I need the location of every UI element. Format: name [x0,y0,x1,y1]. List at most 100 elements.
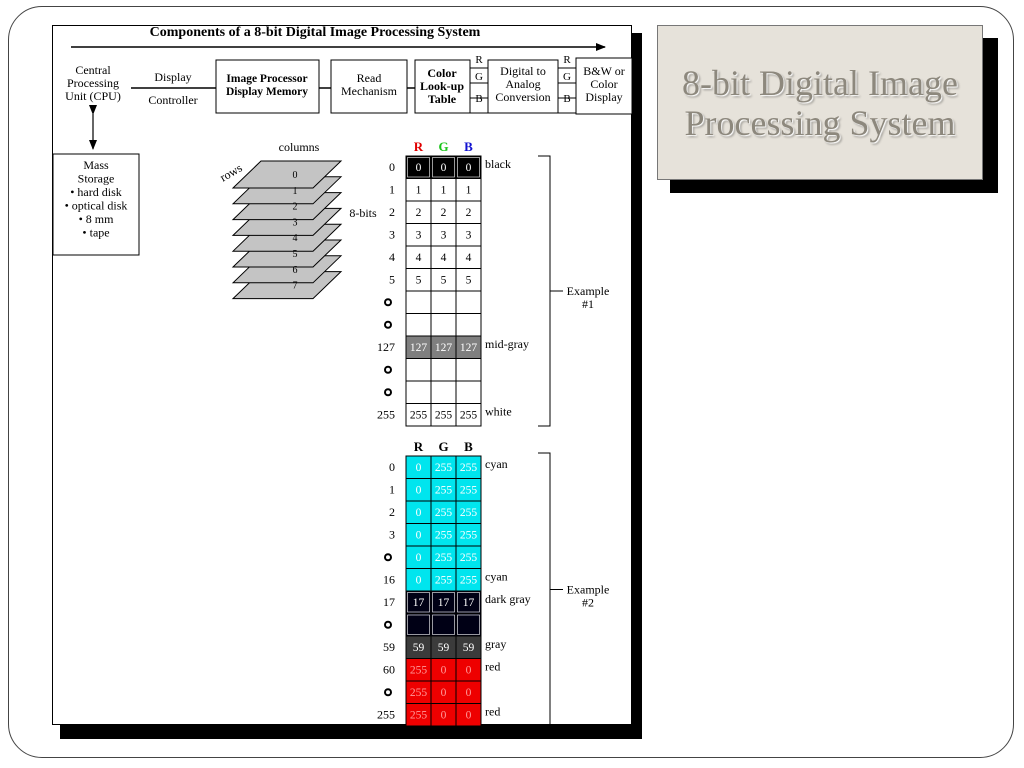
example1-cell-value-g: 4 [441,252,447,264]
example2-cell-value-b: 0 [466,665,472,677]
example1-row-index: 1 [389,183,395,197]
example2-cell-value-g: 255 [435,530,453,542]
example2-ellipsis-marker [384,553,392,562]
lookup-table-label-line: Table [428,92,457,106]
example1-header-b: B [464,139,473,154]
example2-row-index: 17 [383,595,395,609]
example2-cell-value-r: 0 [416,530,422,542]
lut-rgb-label-b: B [475,93,482,105]
bit-plane-label: 0 [293,170,298,181]
bit-plane-label: 2 [293,202,298,213]
example1-cell-value-b: 2 [466,207,472,219]
example2-color-name: cyan [485,457,508,471]
example2-row-index: 3 [389,528,395,542]
bit-plane-label: 5 [293,249,298,260]
dac-block [487,59,559,114]
example1-ellipsis-marker [384,388,392,397]
display-block [575,57,633,115]
example1-cell-value-g: 127 [435,342,453,354]
example1-cell-value-b: 4 [466,252,472,264]
example1-row-index: 3 [389,228,395,242]
example2-cell-value-g: 255 [435,462,453,474]
example2-cell-value-b: 17 [463,597,475,609]
example1-color-name: mid-gray [485,337,529,351]
example1-cell-inner-border [457,157,480,178]
example1-ellipsis-marker [384,298,392,307]
bit-plane-label: 1 [293,186,298,197]
example1-cell-g [430,290,457,314]
example2-cell-value-r: 0 [416,575,422,587]
bit-plane-0 [231,160,343,189]
image-processor-label: Image Processor [226,73,307,85]
diagram-panel: Components of a 8-bit Digital Image Proc… [52,25,633,726]
mass-storage-block [53,153,140,256]
controller-label: Controller [148,93,197,107]
example1-cell-value-r: 127 [410,342,428,354]
example2-cell-value-r: 0 [416,485,422,497]
cpu-label-line: Processing [67,76,119,90]
example1-cell-value-r: 5 [416,275,422,287]
read-mechanism-block [330,59,408,114]
example2-label-line: #2 [582,596,594,610]
example1-cell-value-r: 255 [410,410,428,422]
image-processor-block [215,59,320,114]
example1-label-line: #1 [582,297,594,311]
example2-cell-r [405,613,432,637]
read-mechanism-label-line: Read [357,71,382,85]
example1-cell-value-b: 5 [466,275,472,287]
read-mechanism-label-line: Mechanism [341,84,398,98]
example1-cell-value-r: 3 [416,230,422,242]
example1-color-name: white [485,405,512,419]
example2-ellipsis-marker [384,688,392,697]
example2-cell-value-b: 255 [460,575,478,587]
example1-row-index: 127 [377,340,395,354]
example2-cell-value-g: 255 [435,575,453,587]
example1-cell-value-r: 1 [416,185,422,197]
diagram-heading: Components of a 8-bit Digital Image Proc… [150,26,481,40]
example2-cell-value-b: 255 [460,462,478,474]
display-block-label-line: B&W or [583,64,624,78]
example2-cell-value-b: 255 [460,552,478,564]
cpu-label-line: Central [75,63,111,77]
example1-cell-value-r: 2 [416,207,422,219]
mass-storage-label-line: • 8 mm [79,212,115,226]
dac-rgb-label-r: R [563,54,571,66]
lookup-table-label-line: Look-up [420,79,464,93]
example1-cell-g [430,313,457,337]
example2-cell-value-b: 255 [460,485,478,497]
example2-color-name: cyan [485,570,508,584]
lookup-table-block [414,59,471,114]
mass-storage-label-line: • optical disk [65,199,128,213]
dac-label-line: Digital to [500,64,546,78]
example2-cell-g [430,613,457,637]
example2-row-index: 1 [389,483,395,497]
example1-row-index: 5 [389,273,395,287]
example2-cell-value-b: 59 [463,642,475,654]
example1-cell-value-g: 5 [441,275,447,287]
example1-cell-value-r: 4 [416,252,422,264]
example2-ellipsis-marker [384,620,392,629]
dac-rgb-label-g: G [563,71,571,83]
example1-cell-r [405,290,432,314]
example2-cell-inner-border [457,614,480,635]
example2-cell-inner-border [407,592,430,613]
example2-cell-inner-border [432,592,455,613]
example1-cell-value-r: 0 [416,162,422,174]
example2-cell-value-g: 17 [438,597,450,609]
example2-row-index: 0 [389,460,395,474]
example2-cell-inner-border [407,614,430,635]
example1-ellipsis-marker [384,365,392,374]
example1-cell-g [430,358,457,382]
example2-cell-value-g: 59 [438,642,450,654]
example1-cell-value-b: 3 [466,230,472,242]
example1-cell-value-g: 0 [441,162,447,174]
display-block-label-line: Display [585,90,622,104]
example2-cell-value-r: 255 [410,687,428,699]
example2-cell-value-g: 0 [441,710,447,722]
example1-cell-r [405,380,432,404]
example2-header-g: G [438,439,448,454]
example1-cell-b [455,313,482,337]
example2-row-index: 255 [377,708,395,722]
example1-cell-b [455,358,482,382]
mass-storage-label-line: Storage [78,172,115,186]
